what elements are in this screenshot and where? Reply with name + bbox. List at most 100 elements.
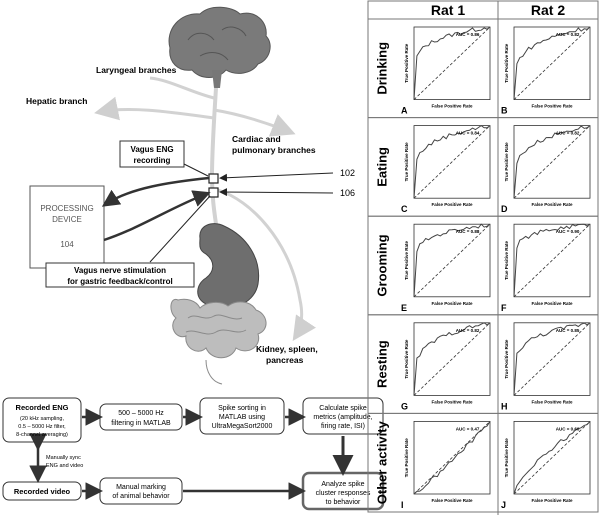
spike-sorting-line2: MATLAB using [219,414,265,421]
roc-x-axis-label: False Positive Rate [431,202,473,207]
manual-marking-box [100,478,182,504]
ref-arrow-106 [221,192,333,193]
spike-sorting-line3: UltraMegaSort2000 [212,423,273,430]
roc-x-axis-label: False Positive Rate [431,301,473,306]
intestines-icon [171,299,266,357]
metrics-line2: metrics (amplitude, [313,414,372,421]
roc-auc-label: AUC = 0.82 [556,131,580,136]
recorded-eng-line3: 8-channel averaging) [16,432,68,438]
processing-device-box [30,186,104,268]
panel-letter-D: D [501,204,508,214]
hepatic-branch [100,110,214,118]
roc-auc-label: AUC = 0.84 [456,131,480,136]
device-ref-104: 104 [60,240,74,249]
manual-line1: Manual marking [116,484,166,491]
roc-y-axis-label: True Positive Rate [404,339,409,379]
roc-y-axis-label: True Positive Rate [404,142,409,182]
device-label-line2: DEVICE [52,215,82,224]
roc-auc-label: AUC = 0.88 [456,229,480,234]
roc-auc-label: AUC = 0.82 [556,32,580,37]
roc-y-axis-label: True Positive Rate [504,339,509,379]
roc-auc-label: AUC = 0.47 [456,426,480,431]
panel-letter-F: F [501,303,507,313]
row-label-drinking: Drinking [374,42,389,95]
panel-letter-C: C [401,204,408,214]
roc-panel-I: AUC = 0.47False Positive Rate True Positi… [401,421,490,510]
roc-panel-G: AUC = 0.82False Positive Rate True Positi… [401,323,490,412]
sync-line2: ENG and video [46,463,83,469]
vagus-nerve-trunk [212,88,216,224]
ref-arrow-102 [221,173,333,178]
ref-label-102: 102 [340,168,355,178]
roc-panel-C: AUC = 0.84False Positive Rate True Positi… [401,126,490,215]
device-label-line1: PROCESSING [40,204,93,213]
roc-y-axis-label: True Positive Rate [504,142,509,182]
hepatic-label: Hepatic branch [26,96,87,106]
recorded-eng-title: Recorded ENG [16,403,69,412]
roc-panel-A: AUC = 0.86False Positive Rate True Positi… [401,27,490,116]
row-label-eating: Eating [374,147,389,187]
roc-auc-label: AUC = 0.85 [556,328,580,333]
roc-x-axis-label: False Positive Rate [431,498,473,503]
brain-icon [169,7,270,77]
roc-auc-label: AUC = 0.86 [456,32,480,37]
panel-letter-H: H [501,401,508,411]
roc-x-axis-label: False Positive Rate [531,498,573,503]
roc-auc-label: AUC = 0.60 [556,426,580,431]
roc-x-axis-label: False Positive Rate [531,301,573,306]
roc-panel-F: AUC = 0.90False Positive Rate True Positi… [501,224,590,313]
analyze-line3: to behavior [326,499,361,506]
laryngeal-label: Laryngeal branches [96,65,177,75]
cardiac-label-line2: pulmonary branches [232,145,316,155]
analyze-line1: Analyze spike [321,481,364,488]
roc-panel-E: AUC = 0.88False Positive Rate True Positi… [401,224,490,313]
filtering-line2: filtering in MATLAB [111,420,171,427]
roc-x-axis-label: False Positive Rate [531,202,573,207]
anatomy-illustration [30,7,333,384]
electrode-106 [209,188,218,197]
roc-x-axis-label: False Positive Rate [531,399,573,404]
filtering-line1: 500 – 5000 Hz [118,410,164,417]
stomach-icon [198,224,259,309]
roc-auc-label: AUC = 0.90 [556,229,580,234]
roc-y-axis-label: True Positive Rate [504,438,509,478]
panel-letter-G: G [401,401,408,411]
manual-line2: of animal behavior [112,493,170,500]
recorded-eng-line1: (20 kHz sampling, [20,416,64,422]
panel-letter-B: B [501,106,508,116]
column-header-2: Rat 2 [531,2,565,18]
panel-letter-A: A [401,106,408,116]
analyze-line2: cluster responses [316,490,371,497]
roc-x-axis-label: False Positive Rate [431,399,473,404]
recorded-eng-line2: 0.5 – 5000 Hz filter, [18,424,66,430]
panel-letter-I: I [401,500,404,510]
laryngeal-branch [150,78,214,98]
cardiac-label-line1: Cardiac and [232,134,281,144]
row-label-grooming: Grooming [374,234,389,296]
roc-y-axis-label: True Positive Rate [504,43,509,83]
roc-y-axis-label: True Positive Rate [404,240,409,280]
roc-panel-grid: Rat 1 Rat 2 Drinking AUC = 0.86False Positi… [368,1,598,515]
roc-y-axis-label: True Positive Rate [404,43,409,83]
cardiac-branch [214,110,290,132]
panel-letter-J: J [501,500,506,510]
roc-panel-H: AUC = 0.85False Positive Rate True Positi… [501,323,590,412]
spike-sorting-line1: Spike sorting in [218,405,266,412]
roc-y-axis-label: True Positive Rate [504,240,509,280]
metrics-line1: Calculate spike [319,405,367,412]
roc-x-axis-label: False Positive Rate [431,104,473,109]
electrode-102 [209,174,218,183]
kidney-label-line2: pancreas [266,355,304,365]
column-header-1: Rat 1 [431,2,465,18]
roc-panel-D: AUC = 0.82False Positive Rate True Positi… [501,126,590,215]
roc-panel-J: AUC = 0.60False Positive Rate True Positi… [501,421,590,510]
sync-line1: Manually sync [46,455,81,461]
roc-panel-B: AUC = 0.82False Positive RateTrue Positi… [501,27,590,116]
stimulation-line1: Vagus nerve stimulation [74,266,166,275]
roc-y-axis-label: True Positive Rate [404,438,409,478]
kidney-label-line1: Kidney, spleen, [256,344,318,354]
roc-auc-label: AUC = 0.82 [456,328,480,333]
row-label-resting: Resting [374,340,389,388]
metrics-line3: firing rate, ISI) [321,423,365,430]
panel-letter-E: E [401,303,407,313]
